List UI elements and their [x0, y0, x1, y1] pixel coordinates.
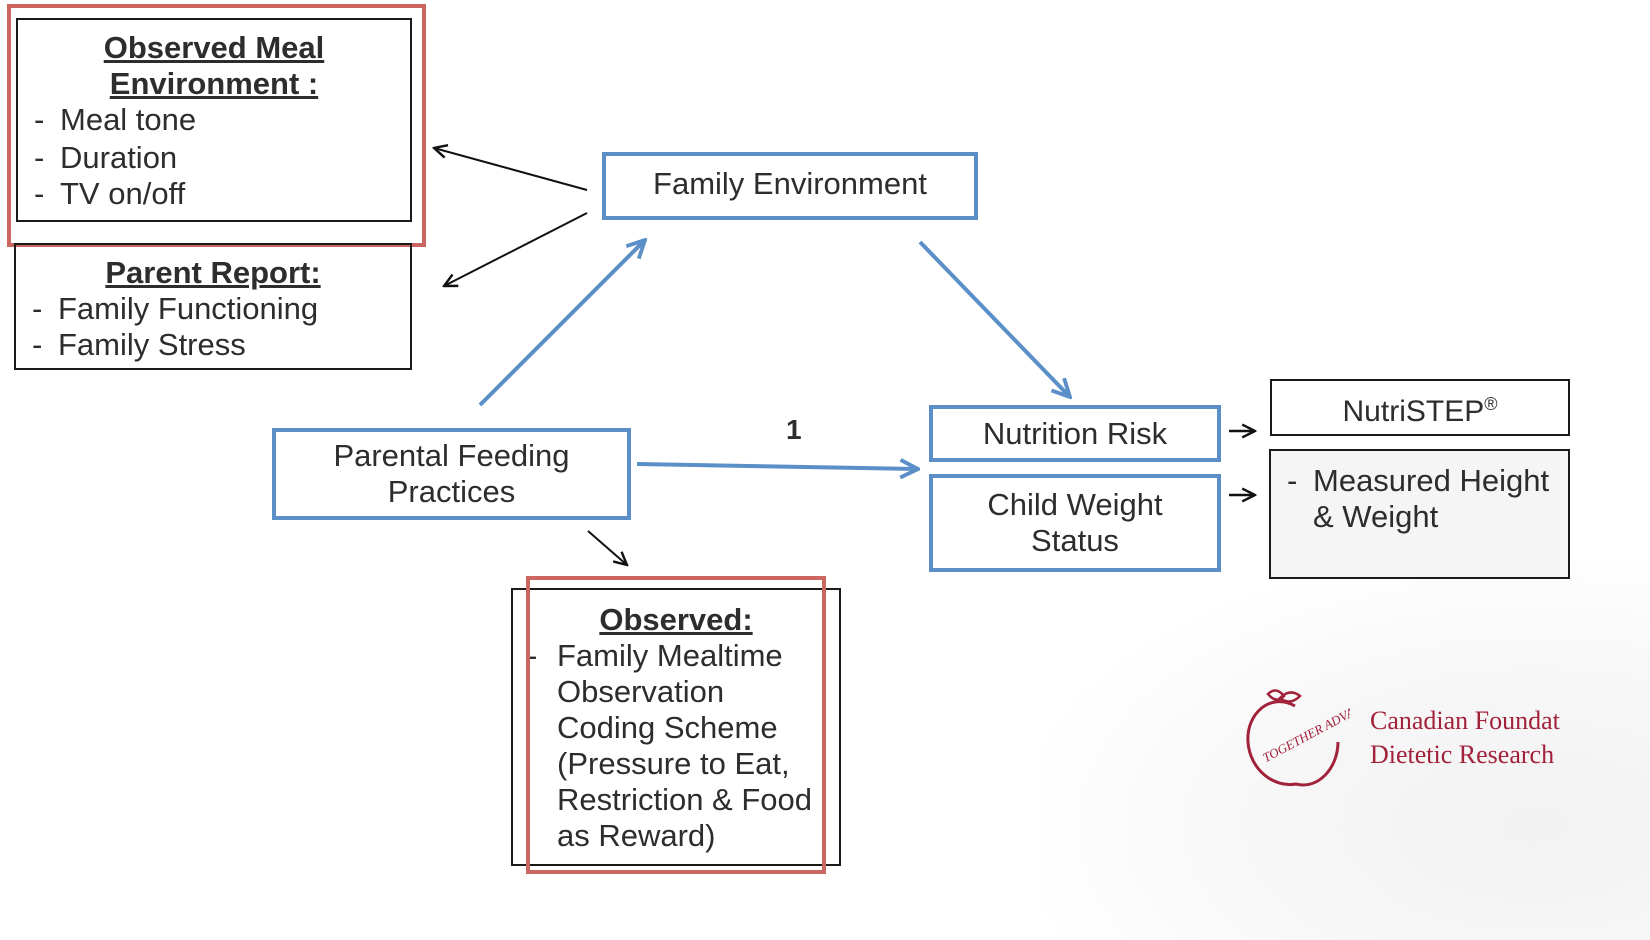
- observed-heading: Observed:: [599, 602, 753, 637]
- child-weight-status-node: Child Weight Status: [929, 474, 1221, 572]
- arrow-family-to-nutrition: [918, 240, 1070, 397]
- nutrition-risk-label: Nutrition Risk: [982, 415, 1168, 451]
- arrow-feeding-to-family: [478, 240, 645, 407]
- list-item: -Family Functioning: [32, 291, 319, 326]
- nutristep-label: NutriSTEP: [1342, 394, 1485, 428]
- arrow-feeding-to-outcome: [636, 464, 918, 469]
- observed-meal-environment-box: Observed Meal Environment : -Meal tone -…: [16, 18, 412, 222]
- highlight-frame-meal-environment: [7, 4, 426, 247]
- nutrition-risk-node: Nutrition Risk: [929, 405, 1221, 462]
- observed-box: Observed: -Family Mealtime Observation C…: [511, 588, 841, 866]
- arrow-to-meal-environment: [434, 148, 588, 191]
- registered-mark: ®: [1484, 393, 1498, 414]
- list-item: -Family Mealtime Observation Coding Sche…: [527, 638, 812, 853]
- highlight-frame-observed: [526, 576, 826, 874]
- list-item: -Meal tone: [34, 102, 197, 137]
- child-weight-status-label: Child Weight Status: [987, 487, 1163, 558]
- list-item: -Measured Height & Weight: [1287, 463, 1550, 534]
- parent-report-heading: Parent Report:: [105, 255, 321, 290]
- family-environment-node: Family Environment: [602, 152, 978, 220]
- list-item: -Family Stress: [32, 327, 246, 362]
- family-environment-label: Family Environment: [653, 166, 927, 201]
- apple-logo-icon: TOGETHER ADVANCING NUTRITION: [1246, 684, 1350, 787]
- arrows-layer: [0, 0, 1650, 919]
- list-item: -TV on/off: [34, 176, 186, 211]
- observed-meal-environment-heading: Observed Meal Environment :: [103, 30, 325, 101]
- path-label: 1: [786, 414, 802, 445]
- nutristep-box: NutriSTEP®: [1270, 379, 1570, 436]
- parental-feeding-practices-label: Parental Feeding Practices: [333, 438, 570, 509]
- logo-text-line1: Canadian Foundat: [1370, 706, 1560, 735]
- list-item: -Duration: [34, 140, 178, 175]
- parent-report-box: Parent Report: -Family Functioning -Fami…: [14, 243, 412, 370]
- background-fade: [1040, 560, 1650, 940]
- logo-text-line2: Dietetic Research: [1370, 740, 1555, 769]
- parental-feeding-practices-node: Parental Feeding Practices: [272, 428, 631, 520]
- arrow-to-observed: [587, 530, 627, 565]
- arrow-to-parent-report: [444, 212, 588, 286]
- measured-box: -Measured Height & Weight: [1269, 449, 1570, 579]
